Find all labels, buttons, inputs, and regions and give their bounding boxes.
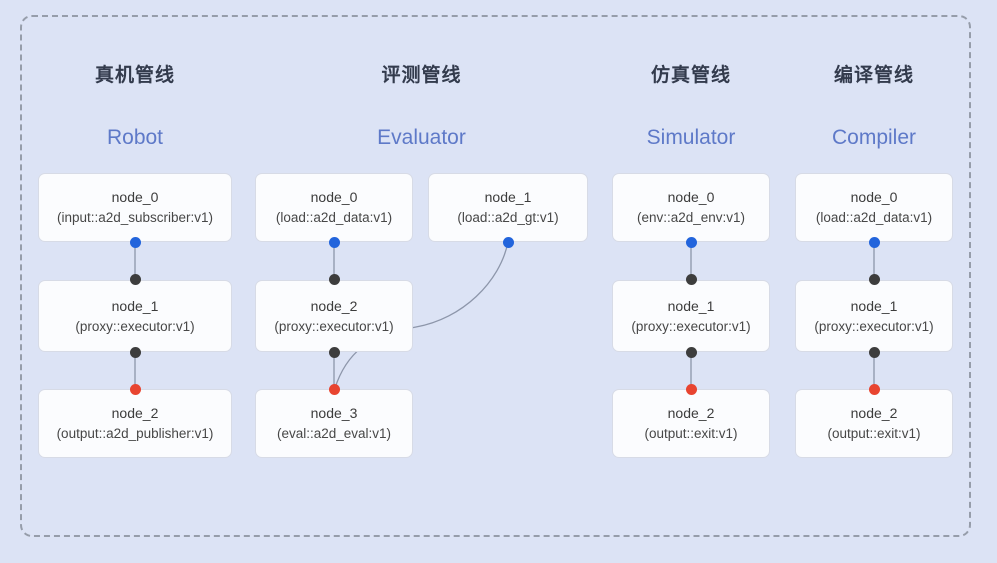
pipeline-title-cn-evaluator: 评测管线 xyxy=(381,65,462,86)
node-name: node_0 xyxy=(667,189,715,205)
node-name: node_2 xyxy=(111,405,159,421)
node-spec: (eval::a2d_eval:v1) xyxy=(276,426,392,441)
node-box-eval-0: node_0 (load::a2d_data:v1) xyxy=(255,173,413,242)
pipeline-title-en-compiler: Compiler xyxy=(831,126,917,149)
node-name: node_3 xyxy=(310,405,358,421)
node-spec: (output::exit:v1) xyxy=(644,426,738,441)
pipeline-title-cn-compiler: 编译管线 xyxy=(833,65,914,86)
dark-port-dot xyxy=(130,274,141,285)
node-box-sim-1: node_1 (proxy::executor:v1) xyxy=(612,280,770,352)
node-spec: (input::a2d_subscriber:v1) xyxy=(56,210,214,225)
red-port-dot xyxy=(329,384,340,395)
node-box-comp-1: node_1 (proxy::executor:v1) xyxy=(795,280,953,352)
dark-port-dot xyxy=(686,274,697,285)
blue-port-dot xyxy=(869,237,880,248)
node-spec: (output::exit:v1) xyxy=(827,426,921,441)
node-box-eval-2: node_2 (proxy::executor:v1) xyxy=(255,280,413,352)
node-spec: (proxy::executor:v1) xyxy=(274,318,394,334)
node-box-robot-2: node_2 (output::a2d_publisher:v1) xyxy=(38,389,232,458)
node-spec: (output::a2d_publisher:v1) xyxy=(56,426,214,441)
node-box-robot-0: node_0 (input::a2d_subscriber:v1) xyxy=(38,173,232,242)
dark-port-dot xyxy=(329,347,340,358)
blue-port-dot xyxy=(503,237,514,248)
dark-port-dot xyxy=(130,347,141,358)
node-spec: (proxy::executor:v1) xyxy=(631,318,751,334)
node-name: node_1 xyxy=(484,189,532,205)
node-name: node_2 xyxy=(667,405,715,421)
node-spec: (load::a2d_data:v1) xyxy=(815,210,933,225)
node-name: node_1 xyxy=(111,297,159,314)
node-spec: (proxy::executor:v1) xyxy=(814,318,934,334)
node-box-eval-3: node_3 (eval::a2d_eval:v1) xyxy=(255,389,413,458)
node-box-sim-2: node_2 (output::exit:v1) xyxy=(612,389,770,458)
node-name: node_2 xyxy=(850,405,898,421)
node-name: node_0 xyxy=(850,189,898,205)
edge-eval-n1-n3-curve xyxy=(334,241,509,389)
dark-port-dot xyxy=(869,274,880,285)
pipeline-title-en-evaluator: Evaluator xyxy=(377,126,466,149)
pipeline-title-en-simulator: Simulator xyxy=(646,126,736,149)
dark-port-dot xyxy=(329,274,340,285)
node-spec: (env::a2d_env:v1) xyxy=(636,210,746,225)
pipeline-title-cn-robot: 真机管线 xyxy=(94,65,175,86)
node-box-comp-2: node_2 (output::exit:v1) xyxy=(795,389,953,458)
node-box-comp-0: node_0 (load::a2d_data:v1) xyxy=(795,173,953,242)
dark-port-dot xyxy=(869,347,880,358)
red-port-dot xyxy=(686,384,697,395)
node-box-eval-1: node_1 (load::a2d_gt:v1) xyxy=(428,173,588,242)
node-name: node_2 xyxy=(310,297,358,314)
node-spec: (load::a2d_data:v1) xyxy=(275,210,393,225)
red-port-dot xyxy=(130,384,141,395)
pipeline-title-cn-simulator: 仿真管线 xyxy=(650,65,731,86)
node-box-robot-1: node_1 (proxy::executor:v1) xyxy=(38,280,232,352)
dark-port-dot xyxy=(686,347,697,358)
node-name: node_0 xyxy=(111,189,159,205)
dashed-border-frame xyxy=(20,15,971,537)
red-port-dot xyxy=(869,384,880,395)
node-name: node_0 xyxy=(310,189,358,205)
node-box-sim-0: node_0 (env::a2d_env:v1) xyxy=(612,173,770,242)
blue-port-dot xyxy=(130,237,141,248)
blue-port-dot xyxy=(329,237,340,248)
node-spec: (proxy::executor:v1) xyxy=(75,318,195,334)
node-spec: (load::a2d_gt:v1) xyxy=(457,210,559,225)
blue-port-dot xyxy=(686,237,697,248)
node-name: node_1 xyxy=(850,297,898,314)
pipeline-title-en-robot: Robot xyxy=(106,126,164,149)
node-name: node_1 xyxy=(667,297,715,314)
